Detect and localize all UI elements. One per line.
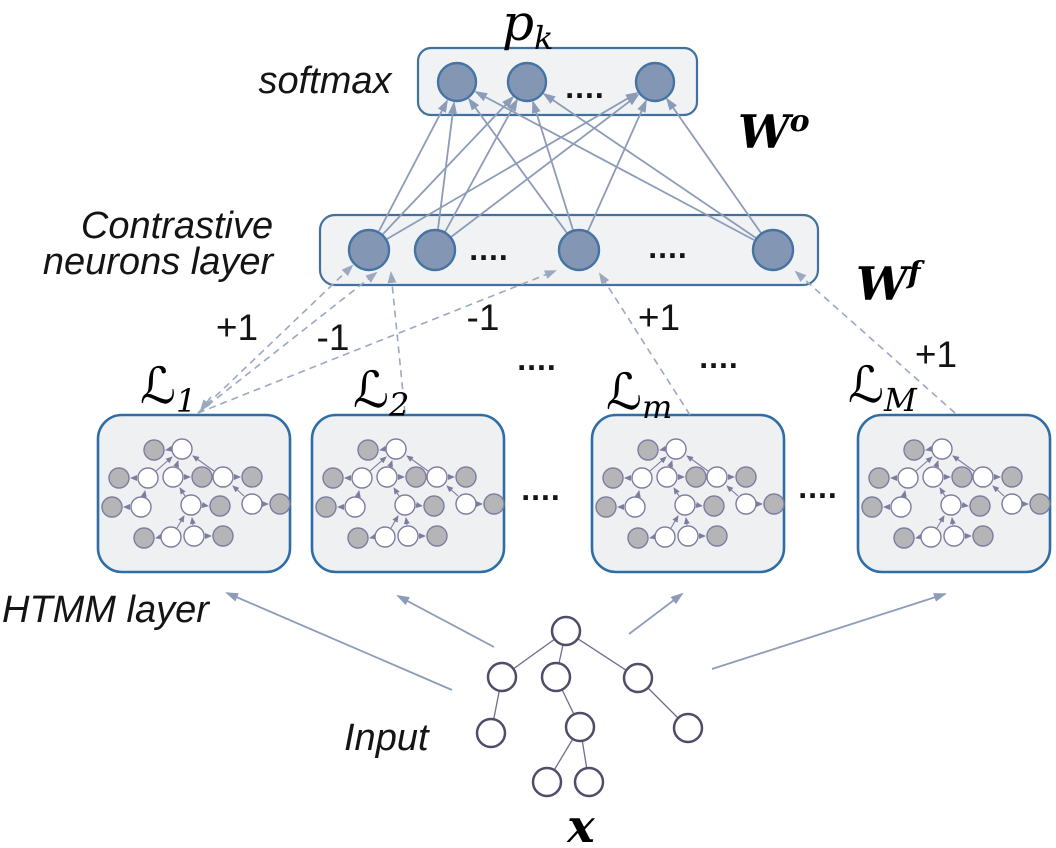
input-tree-node (486, 661, 518, 693)
contrastive-neuron (751, 228, 795, 272)
input-tree-node (540, 661, 572, 693)
input-tree-node (672, 712, 704, 744)
edge-weight-label: +1 (216, 307, 258, 348)
wf-label: Wf (856, 256, 926, 311)
ellipsis: .... (648, 229, 688, 265)
softmax-neuron (634, 61, 676, 103)
wo-label: Wo (738, 104, 810, 159)
contrastive-layer: .... .... (347, 228, 795, 272)
module-label-M: ℒM (848, 356, 918, 419)
edge-weight-label: +1 (915, 334, 957, 375)
ellipsis: .... (699, 339, 739, 375)
ellipsis: .... (469, 231, 509, 267)
htmm-module-m (590, 413, 786, 574)
module-label-m: ℒm (606, 363, 672, 426)
contrastive-label-line2: neurons layer (43, 241, 275, 283)
pk-label: pk (502, 0, 553, 57)
edge-weight-label: -1 (467, 297, 500, 338)
input-tree-node (475, 717, 507, 749)
input-label: Input (344, 717, 430, 759)
contrastive-neuron (557, 228, 601, 272)
wf-connectors (197, 264, 956, 416)
contrastive-neuron (413, 228, 457, 272)
htmm-layer-label: HTMM layer (2, 589, 210, 631)
softmax-neuron (436, 61, 478, 103)
softmax-label: softmax (258, 60, 393, 102)
input-tree-node (622, 662, 654, 694)
htmm-module-2 (310, 413, 506, 574)
softmax-neuron (506, 61, 548, 103)
edge-weight-label: -1 (317, 317, 350, 358)
ellipsis: .... (565, 69, 605, 105)
module-label-1: ℒ1 (140, 357, 196, 420)
contrastive-neuron (347, 228, 391, 272)
edge-weight-labels: +1 -1 -1 +1 +1 (216, 297, 957, 375)
softmax-layer: .... (436, 61, 676, 105)
edge-weight-label: +1 (638, 297, 680, 338)
module-label-2: ℒ2 (353, 361, 409, 424)
wo-connectors (378, 91, 762, 241)
x-label: x (566, 799, 595, 848)
input-tree-node (531, 766, 563, 798)
input-connectors (225, 592, 947, 691)
ellipsis: .... (521, 471, 561, 507)
input-tree (475, 615, 704, 798)
htmm-module-M (856, 413, 1052, 574)
ellipsis: .... (517, 341, 557, 377)
input-tree-node (550, 615, 582, 647)
contrastive-label-line1: Contrastive (81, 205, 273, 247)
input-tree-node (573, 766, 605, 798)
ellipsis: .... (798, 469, 838, 505)
htmm-module-1 (96, 413, 292, 574)
input-tree-node (564, 711, 596, 743)
